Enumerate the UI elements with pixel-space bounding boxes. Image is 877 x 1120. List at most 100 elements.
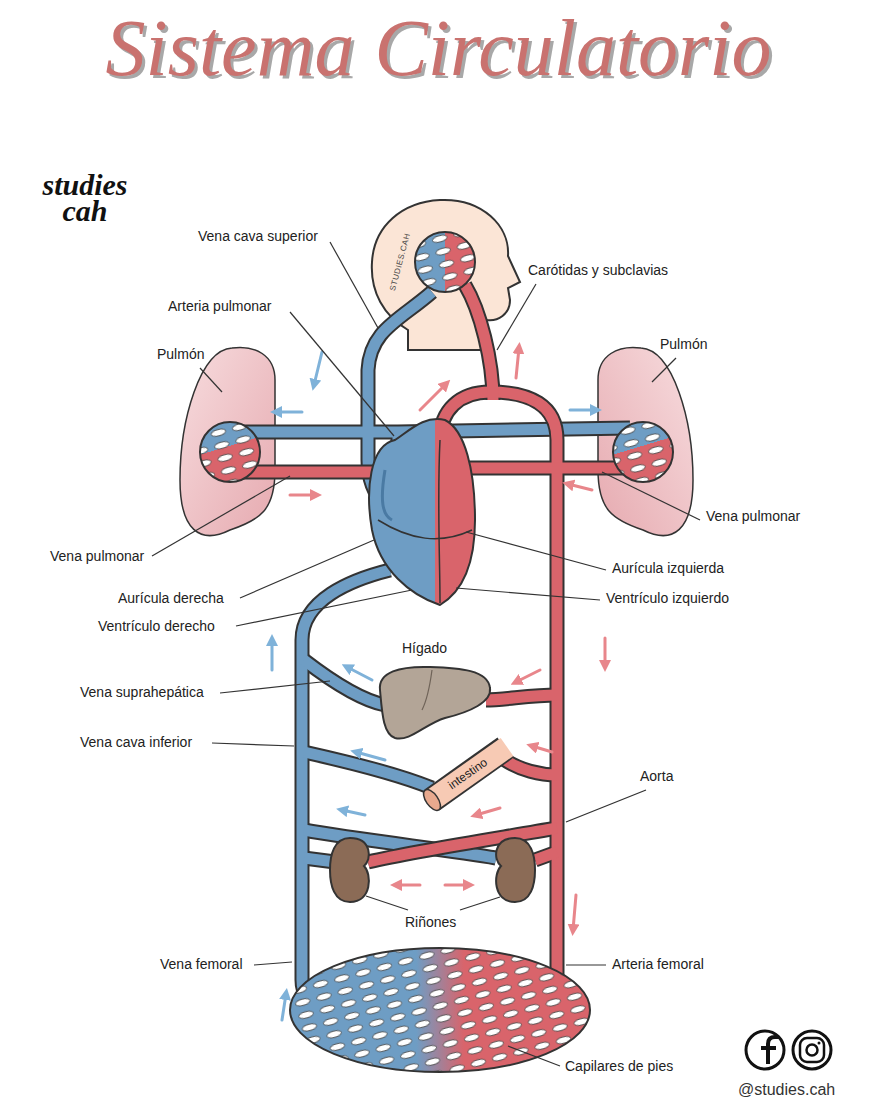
leader-line	[200, 368, 222, 392]
leader-line	[508, 1046, 560, 1066]
flow-arrow	[396, 884, 420, 887]
vein	[302, 570, 390, 1008]
vessel-label: Vena cava inferior	[80, 734, 192, 751]
artery	[486, 695, 557, 700]
organ-label: Pulmón	[660, 336, 707, 353]
vein	[302, 570, 390, 1008]
flow-arrow	[445, 884, 469, 887]
artery-outline	[240, 285, 630, 1006]
leader-line	[566, 964, 606, 965]
capillary-bed	[613, 422, 673, 482]
capillary-bed	[415, 232, 475, 292]
diagram-title: Sistema Circulatorio	[0, 8, 877, 88]
capillary-bed	[415, 232, 475, 292]
flow-arrow	[282, 994, 286, 1020]
leader-lines	[152, 242, 700, 1066]
leader-line	[236, 590, 412, 626]
leader-line	[220, 681, 330, 693]
artery-fill	[240, 285, 630, 1006]
kidney	[330, 838, 369, 902]
vessel-label: Vena cava superior	[198, 228, 318, 245]
flow-arrow	[420, 384, 446, 410]
vessel-label: Vena femoral	[160, 956, 243, 973]
organ-label: Riñones	[405, 914, 456, 931]
capillary-bed	[290, 948, 590, 1072]
chamber-label: Ventrículo izquierdo	[606, 590, 729, 607]
icon-ring	[793, 1031, 831, 1069]
vessel-label: Carótidas y subclavias	[528, 262, 668, 279]
artery	[486, 695, 557, 700]
capillary-bed	[200, 422, 260, 482]
chamber-label: Ventrículo derecho	[98, 618, 215, 635]
artery	[505, 760, 557, 775]
capillary-bed	[290, 948, 590, 1072]
heart-shade	[382, 470, 392, 520]
intestine	[432, 747, 507, 800]
icon-glyph	[818, 1042, 821, 1045]
vessel-label: Vena pulmonar	[706, 508, 800, 525]
leader-line	[152, 476, 290, 556]
vessel-label: Aorta	[640, 768, 673, 785]
kidney	[496, 838, 535, 902]
artery	[465, 285, 493, 400]
vein-fill	[240, 292, 630, 1008]
leader-line	[240, 540, 374, 598]
flow-arrow	[290, 494, 316, 497]
flow-arrow	[516, 348, 519, 378]
artery	[465, 463, 630, 474]
leader-line	[566, 790, 646, 822]
flow-arrow	[356, 752, 385, 760]
flow-arrow	[604, 638, 607, 666]
artery	[465, 285, 493, 400]
lung	[598, 347, 693, 535]
liver	[380, 667, 490, 739]
organ-label: Capilares de pies	[565, 1058, 673, 1075]
vein	[304, 752, 432, 788]
flow-arrow	[476, 808, 500, 815]
facebook-icon	[746, 1031, 784, 1069]
vein	[304, 752, 432, 788]
flow-arrow	[570, 409, 596, 412]
icon-glyph	[807, 1045, 818, 1056]
social-handle: @studies.cah	[738, 1080, 835, 1099]
leader-line	[290, 312, 394, 436]
flow-arrow	[568, 484, 592, 490]
leader-line	[330, 242, 378, 328]
flow-arrow	[516, 670, 540, 682]
heart-detail	[378, 520, 472, 539]
leader-line	[460, 897, 500, 910]
leader-line	[366, 896, 408, 910]
flow-arrows	[272, 348, 605, 1020]
chamber-label: Aurícula izquierda	[612, 560, 724, 577]
leader-line	[212, 743, 294, 746]
brand-logo: studies cah	[30, 172, 140, 224]
vessel-label: Arteria pulmonar	[168, 298, 272, 315]
flow-arrow	[342, 810, 365, 815]
instagram-icon	[793, 1031, 831, 1069]
liver-detail	[422, 670, 432, 710]
flow-arrow	[573, 895, 576, 930]
heart	[369, 419, 475, 605]
heart-detail	[439, 440, 440, 603]
organ-label: Hígado	[402, 640, 447, 657]
organ-label: Pulmón	[157, 346, 204, 363]
lung	[180, 347, 275, 535]
leader-line	[652, 358, 676, 382]
chamber-label: Aurícula derecha	[118, 590, 224, 607]
artery	[240, 465, 380, 480]
vessel-label: Arteria femoral	[612, 956, 704, 973]
vein-outline	[240, 292, 630, 1008]
intestine-end	[420, 787, 444, 814]
vessel-label: Vena pulmonar	[50, 548, 144, 565]
leader-line	[602, 472, 700, 520]
artery	[505, 760, 557, 775]
flow-arrow	[276, 411, 302, 414]
capillary-bed	[200, 422, 260, 482]
artery	[535, 852, 557, 860]
icon-ring	[746, 1031, 784, 1069]
leader-line	[466, 532, 606, 570]
icon-glyph	[800, 1038, 824, 1062]
vessel-label: Vena suprahepática	[80, 684, 204, 701]
flow-arrow	[347, 667, 372, 680]
leader-line	[254, 962, 292, 965]
